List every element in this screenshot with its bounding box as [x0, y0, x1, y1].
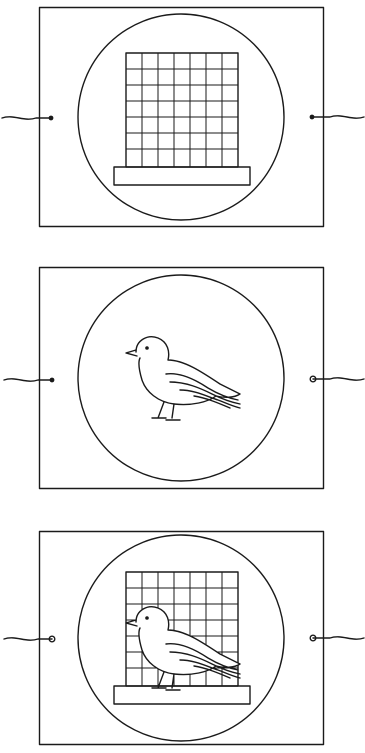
string-left	[4, 636, 55, 642]
string-left	[4, 378, 54, 383]
panel-cage	[2, 8, 364, 227]
bird-icon	[126, 337, 240, 420]
string-right	[310, 635, 364, 641]
string-left	[2, 116, 53, 121]
cage-icon	[114, 53, 250, 185]
string-right	[310, 376, 364, 382]
panel-bird	[4, 268, 364, 489]
string-right	[310, 115, 364, 120]
bird-icon	[126, 607, 240, 690]
panel-bird-in-cage	[4, 532, 364, 745]
